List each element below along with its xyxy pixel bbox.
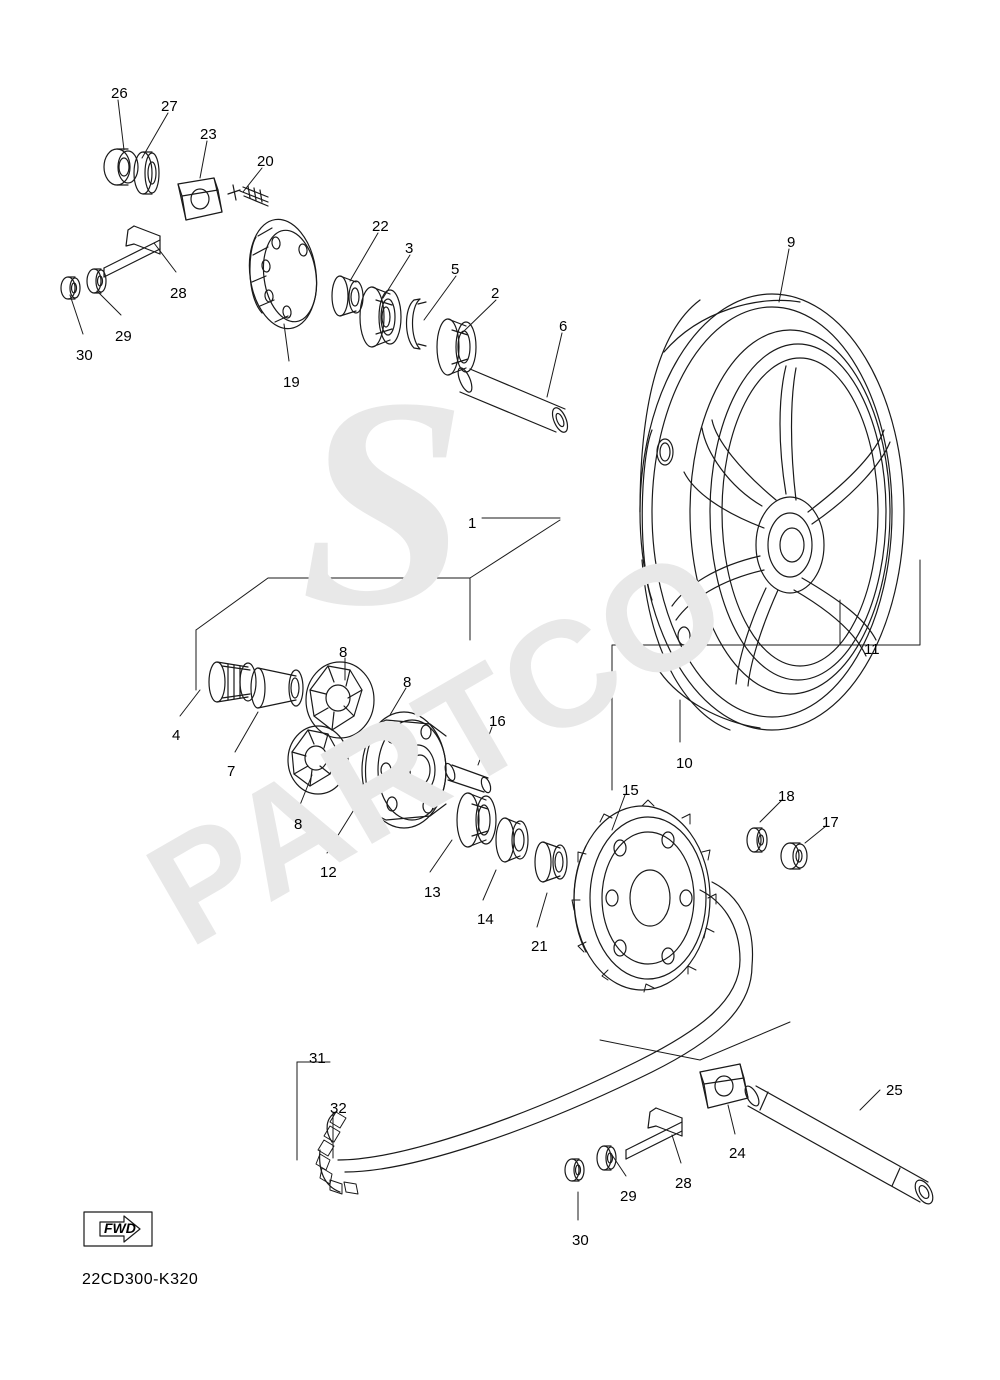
callout-5: 5 (451, 261, 460, 278)
callout-6: 6 (559, 318, 568, 335)
callout-28: 28 (170, 285, 187, 302)
part-7-sleeve (250, 667, 304, 709)
callout-28-b: 28 (675, 1175, 692, 1192)
part-24-adjuster (699, 1063, 749, 1109)
callout-21: 21 (531, 938, 548, 955)
part-12-hub-flange (361, 711, 447, 829)
part-26-collar (103, 148, 139, 186)
part-5-circlip (405, 298, 427, 350)
callout-8-c: 8 (294, 816, 303, 833)
part-31-chain (315, 881, 754, 1195)
part-3-bearing (359, 286, 402, 348)
part-code-label: 22CD300-K320 (82, 1271, 199, 1288)
callout-4: 4 (172, 727, 181, 744)
part-6-axle (457, 367, 569, 433)
callout-13: 13 (424, 884, 441, 901)
part-23-adjuster (177, 177, 223, 221)
leader-lines (69, 99, 881, 1221)
part-21-collar (534, 841, 568, 883)
part-8-dampers (287, 661, 375, 795)
callout-23: 23 (200, 126, 217, 143)
callout-26: 26 (111, 85, 128, 102)
callout-31: 31 (309, 1050, 326, 1067)
part-13-bearing (456, 792, 497, 848)
fwd-arrow-box (83, 1211, 153, 1247)
part-20-screw (227, 184, 269, 207)
callout-32: 32 (330, 1100, 347, 1117)
callout-14: 14 (477, 911, 494, 928)
callout-30-b: 30 (572, 1232, 589, 1249)
callout-15: 15 (622, 782, 639, 799)
callout-18: 18 (778, 788, 795, 805)
part-15-sprocket (571, 799, 717, 993)
part-30-nut (60, 276, 81, 300)
callout-29-b: 29 (620, 1188, 637, 1205)
callout-20: 20 (257, 153, 274, 170)
part-29-washer-bottom (596, 1145, 617, 1171)
callout-7: 7 (227, 763, 236, 780)
part-16-spacer (444, 762, 492, 794)
bracket-11 (611, 559, 921, 791)
part-17-nut (780, 842, 808, 870)
callout-2: 2 (491, 285, 500, 302)
callout-25: 25 (886, 1082, 903, 1099)
callout-24: 24 (729, 1145, 746, 1162)
callout-10: 10 (676, 755, 693, 772)
callout-11: 11 (864, 641, 880, 658)
part-22-spacer (331, 275, 364, 317)
part-28-bolt-bottom (625, 1107, 683, 1160)
callout-1: 1 (468, 515, 477, 532)
part-29-washer (86, 268, 107, 294)
fwd-label: FWD (104, 1220, 136, 1236)
callout-3: 3 (405, 240, 414, 257)
callout-27: 27 (161, 98, 178, 115)
part-30-nut-bottom (564, 1158, 585, 1182)
part-25-axle (744, 1085, 934, 1205)
callout-12: 12 (320, 864, 337, 881)
callout-8-b: 8 (403, 674, 412, 691)
callout-29: 29 (115, 328, 132, 345)
callout-8-a: 8 (339, 644, 348, 661)
callout-19: 19 (283, 374, 300, 391)
bracket-31 (296, 1061, 334, 1161)
part-9-tire-wheel (639, 293, 905, 731)
part-28-bolt (103, 225, 161, 278)
part-4-collar (208, 661, 257, 703)
part-2-bearing (436, 318, 477, 376)
callout-17: 17 (822, 814, 839, 831)
part-27-washer (133, 151, 160, 195)
callout-9: 9 (787, 234, 796, 251)
part-14-seal (495, 817, 529, 863)
assembly-guides (195, 519, 791, 1061)
part-19-disc (248, 218, 318, 330)
callout-30: 30 (76, 347, 93, 364)
callout-16: 16 (489, 713, 506, 730)
part-18-washer (746, 827, 768, 853)
callout-22: 22 (372, 218, 389, 235)
